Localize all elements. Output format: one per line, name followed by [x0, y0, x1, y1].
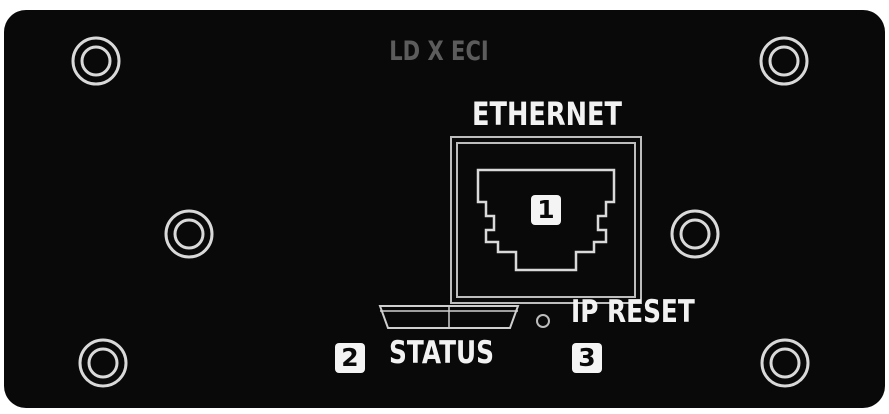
- mounting-screw-icon: [71, 36, 121, 86]
- model-label: LD X ECI: [389, 36, 489, 67]
- ethernet-label: ETHERNET: [472, 95, 622, 133]
- ip-reset-callout-badge: 3: [572, 343, 602, 373]
- ethernet-callout-badge: 1: [531, 195, 561, 225]
- ethernet-port-icon[interactable]: [448, 134, 644, 306]
- status-led-icon: [378, 305, 520, 329]
- device-rear-panel: LD X ECI ETHERNET 1 2 STATUS IP RESET 3: [4, 10, 885, 408]
- mounting-screw-icon: [760, 338, 810, 388]
- mounting-screw-icon: [164, 209, 214, 259]
- status-label: STATUS: [389, 335, 495, 371]
- mounting-screw-icon: [759, 36, 809, 86]
- ip-reset-label: IP RESET: [571, 294, 695, 330]
- mounting-screw-icon: [78, 338, 128, 388]
- ip-reset-button[interactable]: [534, 312, 552, 330]
- status-callout-badge: 2: [335, 343, 365, 373]
- mounting-screw-icon: [670, 209, 720, 259]
